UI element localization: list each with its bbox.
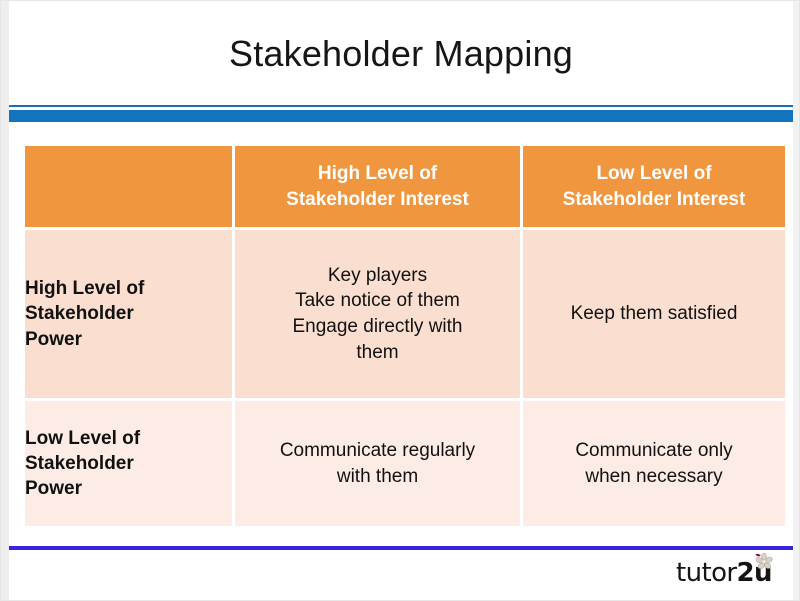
cell-communicate-when-necessary-line2: when necessary [585,465,723,487]
row-label-low-power: Low Level of Stakeholder Power [25,401,232,526]
table-header-row: High Level of Stakeholder Interest Low L… [25,146,785,227]
row-label-low-power-line2: Stakeholder [25,452,134,474]
cell-communicate-regularly-line1: Communicate regularly [279,439,476,461]
divider-gap [9,107,793,110]
header-low-interest-line1: Low Level of [596,163,712,185]
row-label-low-power-line3: Power [25,478,83,500]
page-edge-left [0,0,9,601]
tutor2u-logo-text: tutor2u [676,558,772,588]
header-low-interest: Low Level of Stakeholder Interest [523,146,785,227]
page-edge-right [793,0,800,601]
row-label-high-power-line2: Stakeholder [25,303,134,325]
table-row: Low Level of Stakeholder Power Communica… [25,401,785,526]
divider-blue-thick-top [9,110,793,122]
page-title: Stakeholder Mapping [228,33,574,74]
stakeholder-matrix-table: High Level of Stakeholder Interest Low L… [22,143,788,529]
tutor2u-logo: tutor2u [676,552,788,590]
cell-communicate-when-necessary-line1: Communicate only [575,439,733,461]
header-high-interest-line2: Stakeholder Interest [286,188,469,210]
cell-key-players-line3: Engage directly with [292,316,463,337]
header-high-interest: High Level of Stakeholder Interest [235,146,520,227]
table-row: High Level of Stakeholder Power Key play… [25,230,785,398]
header-low-interest-line2: Stakeholder Interest [562,188,746,210]
divider-blue-thin-top [9,105,793,107]
cell-communicate-regularly: Communicate regularly with them [235,401,520,526]
header-high-interest-line1: High Level of [317,163,438,185]
title-band: Stakeholder Mapping [9,6,793,102]
header-corner-cell [25,146,232,227]
cell-keep-satisfied: Keep them satisfied [523,230,785,398]
divider-bottom-rule [9,546,793,550]
cell-key-players-line2: Take notice of them [295,290,460,312]
tutor2u-logo-text-main: tutor [676,558,737,588]
cell-communicate-when-necessary: Communicate only when necessary [523,401,785,526]
row-label-high-power-line1: High Level of [25,278,145,300]
row-label-high-power: High Level of Stakeholder Power [25,230,232,398]
cell-key-players-line4: them [356,341,399,363]
row-label-low-power-line1: Low Level of [25,427,141,449]
row-label-high-power-line3: Power [25,328,83,350]
cell-key-players: Key players Take notice of them Engage d… [235,230,520,398]
cell-keep-satisfied-line1: Keep them satisfied [570,303,738,325]
cell-key-players-line1: Key players [327,264,428,286]
cell-communicate-regularly-line2: with them [336,465,419,487]
flower-icon [755,552,773,569]
